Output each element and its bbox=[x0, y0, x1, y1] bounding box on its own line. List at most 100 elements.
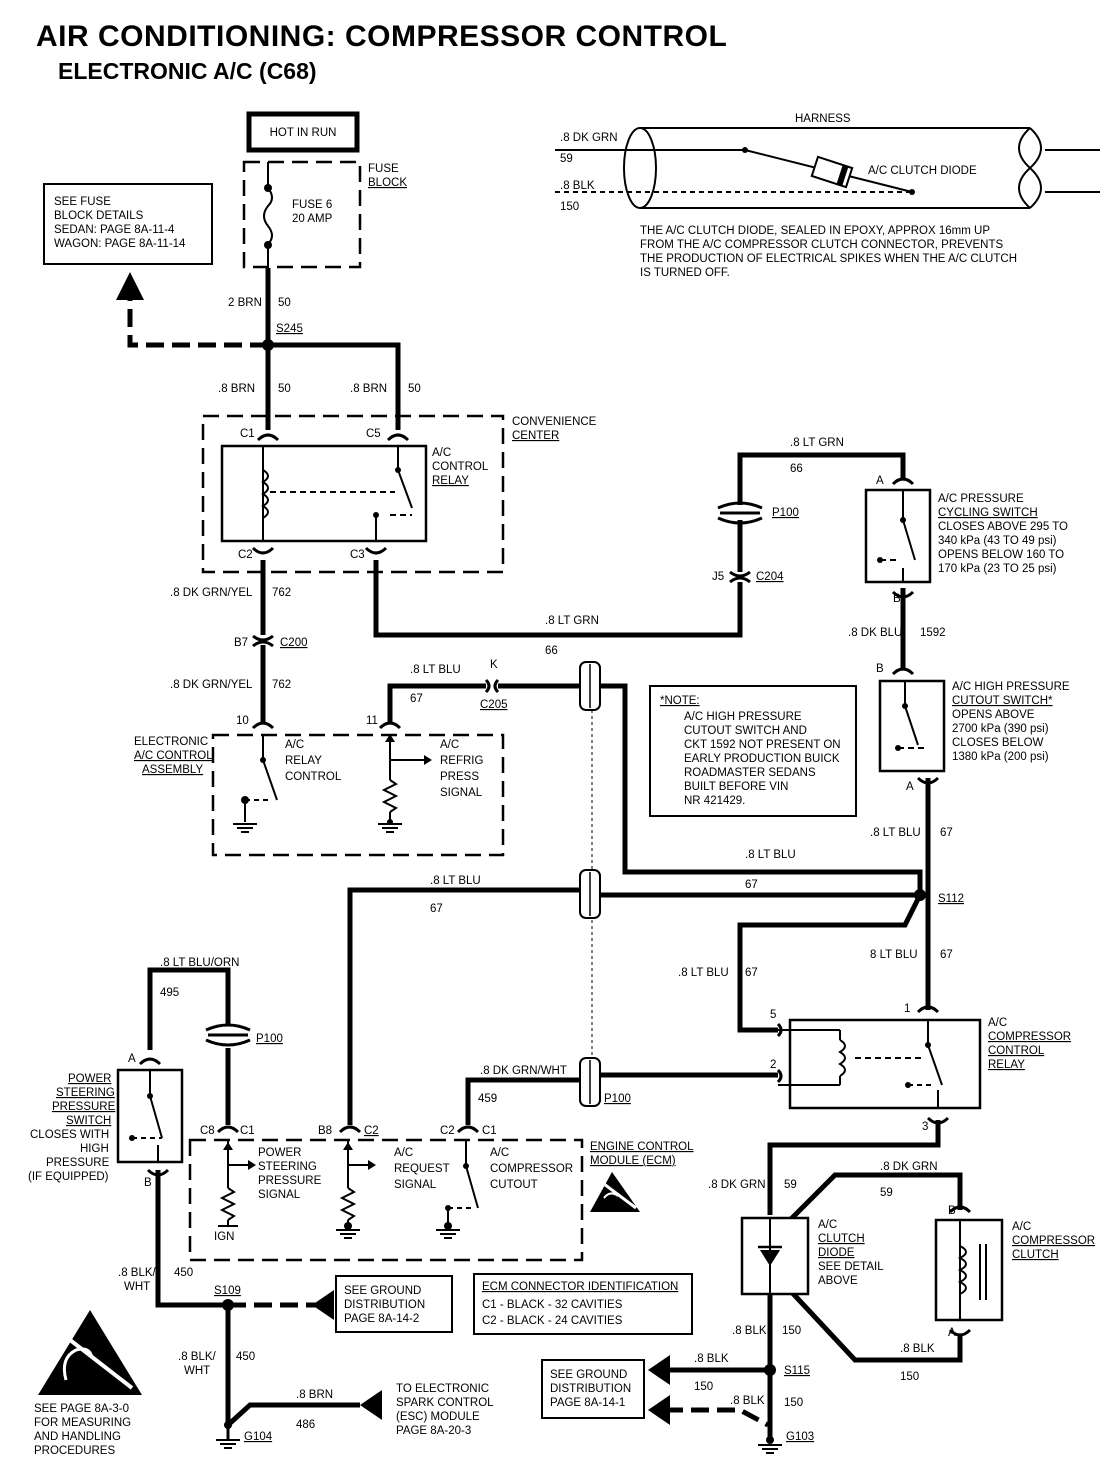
relay-control-label-1: A/C bbox=[285, 739, 304, 751]
connector-c200 bbox=[252, 634, 274, 648]
harness-detail bbox=[555, 127, 1100, 209]
wire-label-ltblu-c205: .8 LT BLU bbox=[410, 664, 461, 676]
ecm-connector-id-row-1: C1 - BLACK - 32 CAVITIES bbox=[482, 1299, 623, 1311]
power-steering-switch-symbol bbox=[132, 1070, 163, 1162]
wire-pssw-to-s109 bbox=[155, 1170, 228, 1308]
note-line-4: CKT 1592 NOT PRESENT ON bbox=[684, 739, 841, 751]
ckt-label-59-top: 59 bbox=[880, 1187, 893, 1199]
pin-c8: C8 bbox=[200, 1125, 215, 1137]
pssw-label-1: POWER bbox=[68, 1073, 111, 1085]
ckt-label-150-diode: 150 bbox=[782, 1325, 801, 1337]
pin-a-clutch: A bbox=[948, 1327, 956, 1339]
harness-note-1: THE A/C CLUTCH DIODE, SEALED IN EPOXY, A… bbox=[640, 225, 990, 237]
fuse-note-line-1: SEE FUSE bbox=[54, 196, 111, 208]
fuse-rating-1: FUSE 6 bbox=[292, 199, 332, 211]
connector-label-c204: C204 bbox=[756, 571, 784, 583]
wire-label-ltblu-hp: .8 LT BLU bbox=[870, 827, 921, 839]
wire-label-ltbluorn: .8 LT BLU/ORN bbox=[160, 957, 239, 969]
ecm-compressor-cutout-symbol bbox=[447, 1140, 479, 1226]
ckt-label-459: 459 bbox=[478, 1093, 497, 1105]
wire-c2ecm-lower bbox=[465, 1077, 580, 1125]
ecm-ps-label-3: PRESSURE bbox=[258, 1175, 322, 1187]
clutch-diode-label-2: CLUTCH bbox=[818, 1233, 865, 1245]
wire-label-ltblu-nodot: 8 LT BLU bbox=[870, 949, 918, 961]
pin-b8: B8 bbox=[318, 1125, 332, 1137]
fuse-block-label-1: FUSE bbox=[368, 163, 399, 175]
wire-g104-to-esc bbox=[226, 1402, 360, 1427]
connector-c204 bbox=[729, 570, 751, 584]
high-pressure-switch-box bbox=[878, 679, 946, 773]
wire-sep-to-s112 bbox=[600, 683, 923, 895]
fuse-note-line-2: BLOCK DETAILS bbox=[54, 210, 144, 222]
wire-label-dkgrnyel-2: .8 DK GRN/YEL bbox=[170, 679, 253, 691]
convenience-center-label-1: CONVENIENCE bbox=[512, 416, 597, 428]
pssw-label-3: PRESSURE bbox=[52, 1101, 116, 1113]
pin-b-clutch: B bbox=[948, 1205, 956, 1217]
pin-3-comp-relay: 3 bbox=[922, 1121, 928, 1133]
cycling-switch-label-6: 170 kPa (23 TO 25 psi) bbox=[938, 563, 1057, 575]
splice-label-s112: S112 bbox=[938, 893, 964, 905]
ac-control-relay-label-2: CONTROL bbox=[432, 461, 489, 473]
connector-p100-upper bbox=[717, 501, 763, 525]
comp-relay-label-2: COMPRESSOR bbox=[988, 1031, 1071, 1043]
wire-label-8brn-esc: .8 BRN bbox=[296, 1389, 333, 1401]
ground-dist-2-box bbox=[541, 1359, 645, 1419]
pin-1-comp-relay: 1 bbox=[904, 1003, 910, 1015]
pin-b-hp: B bbox=[876, 663, 884, 675]
harness-diode-label: A/C CLUTCH DIODE bbox=[868, 165, 977, 177]
component-boundaries bbox=[188, 160, 584, 1262]
wire-label-blk-clutch: .8 BLK bbox=[900, 1343, 935, 1355]
ckt-label-67-pin5: 67 bbox=[745, 967, 758, 979]
ground-label-g104: G104 bbox=[244, 1431, 273, 1443]
wire-label-blk-g103: .8 BLK bbox=[730, 1395, 765, 1407]
hot-in-run-box bbox=[246, 111, 360, 153]
note-line-8: NR 421429. bbox=[684, 795, 745, 807]
ecm-cutout-label-2: COMPRESSOR bbox=[490, 1163, 573, 1175]
splice-s109 bbox=[222, 1299, 234, 1311]
harness-note-3: THE PRODUCTION OF ELECTRICAL SPIKES WHEN… bbox=[640, 253, 1017, 265]
wire-label-ltblu-b8: .8 LT BLU bbox=[430, 875, 481, 887]
ground-dist-1-box bbox=[335, 1275, 453, 1333]
ecm-request-label-1: A/C bbox=[394, 1147, 413, 1159]
pin-c1-ecm-left: C1 bbox=[240, 1125, 255, 1137]
wire-label-dkgrn-top: .8 DK GRN bbox=[880, 1161, 938, 1173]
ckt-label-1592: 1592 bbox=[920, 627, 946, 639]
pin-b-pssw: B bbox=[144, 1177, 152, 1189]
ecm-name-1: ENGINE CONTROL bbox=[590, 1141, 694, 1153]
ecm-request-label-3: SIGNAL bbox=[394, 1179, 437, 1191]
note-line-6: ROADMASTER SEDANS bbox=[684, 767, 816, 779]
ckt-label-66-bottom: 66 bbox=[545, 645, 558, 657]
wire-b8-lower bbox=[347, 887, 580, 1125]
splice-label-s115: S115 bbox=[784, 1365, 810, 1377]
ckt-label-150-g103: 150 bbox=[784, 1397, 803, 1409]
refrig-label-3: PRESS bbox=[440, 771, 479, 783]
production-note-box bbox=[649, 685, 857, 817]
pin-symbols-relay bbox=[251, 433, 410, 555]
compressor-clutch-box bbox=[934, 1218, 1004, 1322]
ac-control-assembly-label-1: ELECTRONIC bbox=[134, 736, 208, 748]
wire-label-ltgrn-top: .8 LT GRN bbox=[790, 437, 844, 449]
esd-note-line-3: AND HANDLING bbox=[34, 1431, 121, 1443]
cycling-switch-label-3: CLOSES ABOVE 295 TO bbox=[938, 521, 1068, 533]
ckt-label-67-right: 67 bbox=[940, 949, 953, 961]
wire-label-dkgrn-left: .8 DK GRN bbox=[708, 1179, 766, 1191]
pin-j5: J5 bbox=[712, 571, 724, 583]
esd-note-line-1: SEE PAGE 8A-3-0 bbox=[34, 1403, 129, 1415]
diode-icon bbox=[810, 155, 854, 189]
splice-s112 bbox=[914, 889, 926, 901]
wire-label-ltblu-mid: .8 LT BLU bbox=[745, 849, 796, 861]
wire-label-blkwht-1a: .8 BLK/ bbox=[118, 1267, 157, 1279]
ckt-label-150-s115: 150 bbox=[694, 1381, 713, 1393]
ecm-name-2: MODULE (ECM) bbox=[590, 1155, 676, 1167]
note-line-5: EARLY PRODUCTION BUICK bbox=[684, 753, 840, 765]
wire-pin3-to-diode bbox=[767, 1120, 941, 1215]
pin-b-cycling: B bbox=[893, 593, 901, 605]
ecm-ps-label-2: STEERING bbox=[258, 1161, 317, 1173]
dashed-wires bbox=[127, 300, 770, 1428]
ac-control-assembly-label-2: A/C CONTROL bbox=[134, 750, 213, 762]
ckt-label-50a: 50 bbox=[278, 297, 291, 309]
connector-c205 bbox=[484, 678, 500, 694]
wire-label-ltblu-pin5: .8 LT BLU bbox=[678, 967, 729, 979]
ground-dist-1-line-1: SEE GROUND bbox=[344, 1285, 421, 1297]
